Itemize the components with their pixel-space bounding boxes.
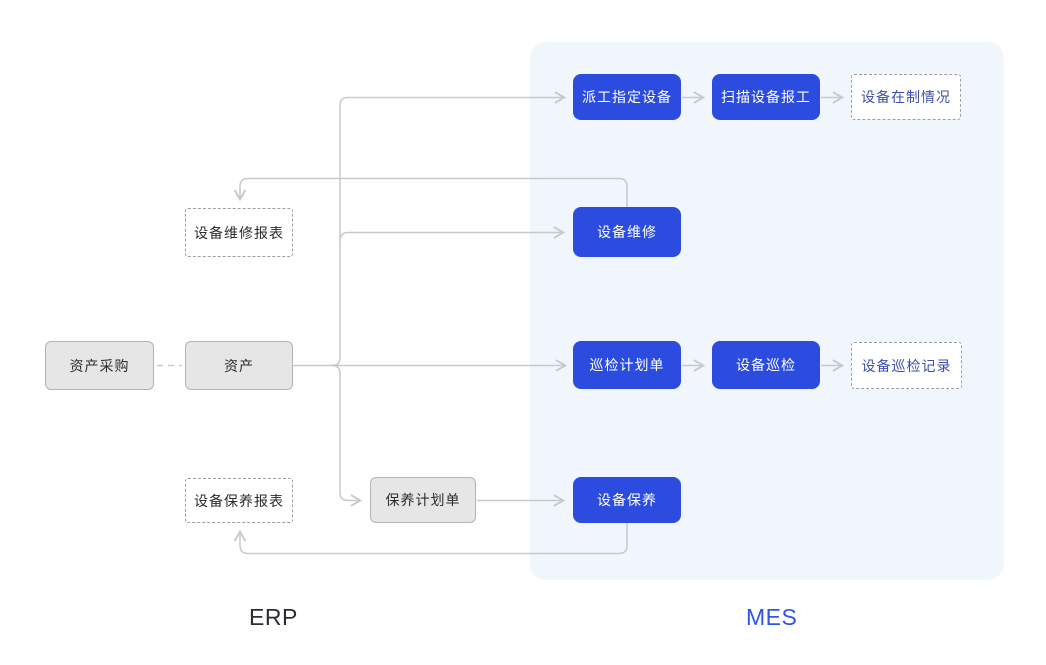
node-dispatch-assign-equipment: 派工指定设备 (573, 74, 681, 120)
node-maintenance-report: 设备保养报表 (185, 478, 293, 523)
node-asset-purchase: 资产采购 (45, 341, 154, 390)
node-equipment-repair: 设备维修 (573, 207, 681, 257)
edge-maintenance-to-report (233, 523, 628, 555)
node-inspection-record: 设备巡检记录 (851, 342, 962, 389)
node-inspection-plan: 巡检计划单 (573, 341, 681, 389)
edge-asset-equipment-repair (339, 226, 566, 242)
erp-zone-label: ERP (249, 604, 298, 630)
edge-repair-to-report (233, 177, 628, 207)
node-equipment-maintenance: 设备保养 (573, 477, 681, 523)
mes-zone-label: MES (746, 604, 798, 630)
edge-asset-dispatch (331, 91, 567, 367)
node-maintenance-plan: 保养计划单 (370, 477, 476, 523)
node-equipment-inspection: 设备巡检 (712, 341, 820, 389)
node-scan-equipment-report: 扫描设备报工 (712, 74, 820, 120)
node-equipment-wip-status: 设备在制情况 (851, 74, 961, 120)
node-equipment-repair-report: 设备维修报表 (185, 208, 293, 257)
node-asset: 资产 (185, 341, 293, 390)
edge-asset-maintenance-plan (331, 364, 363, 507)
